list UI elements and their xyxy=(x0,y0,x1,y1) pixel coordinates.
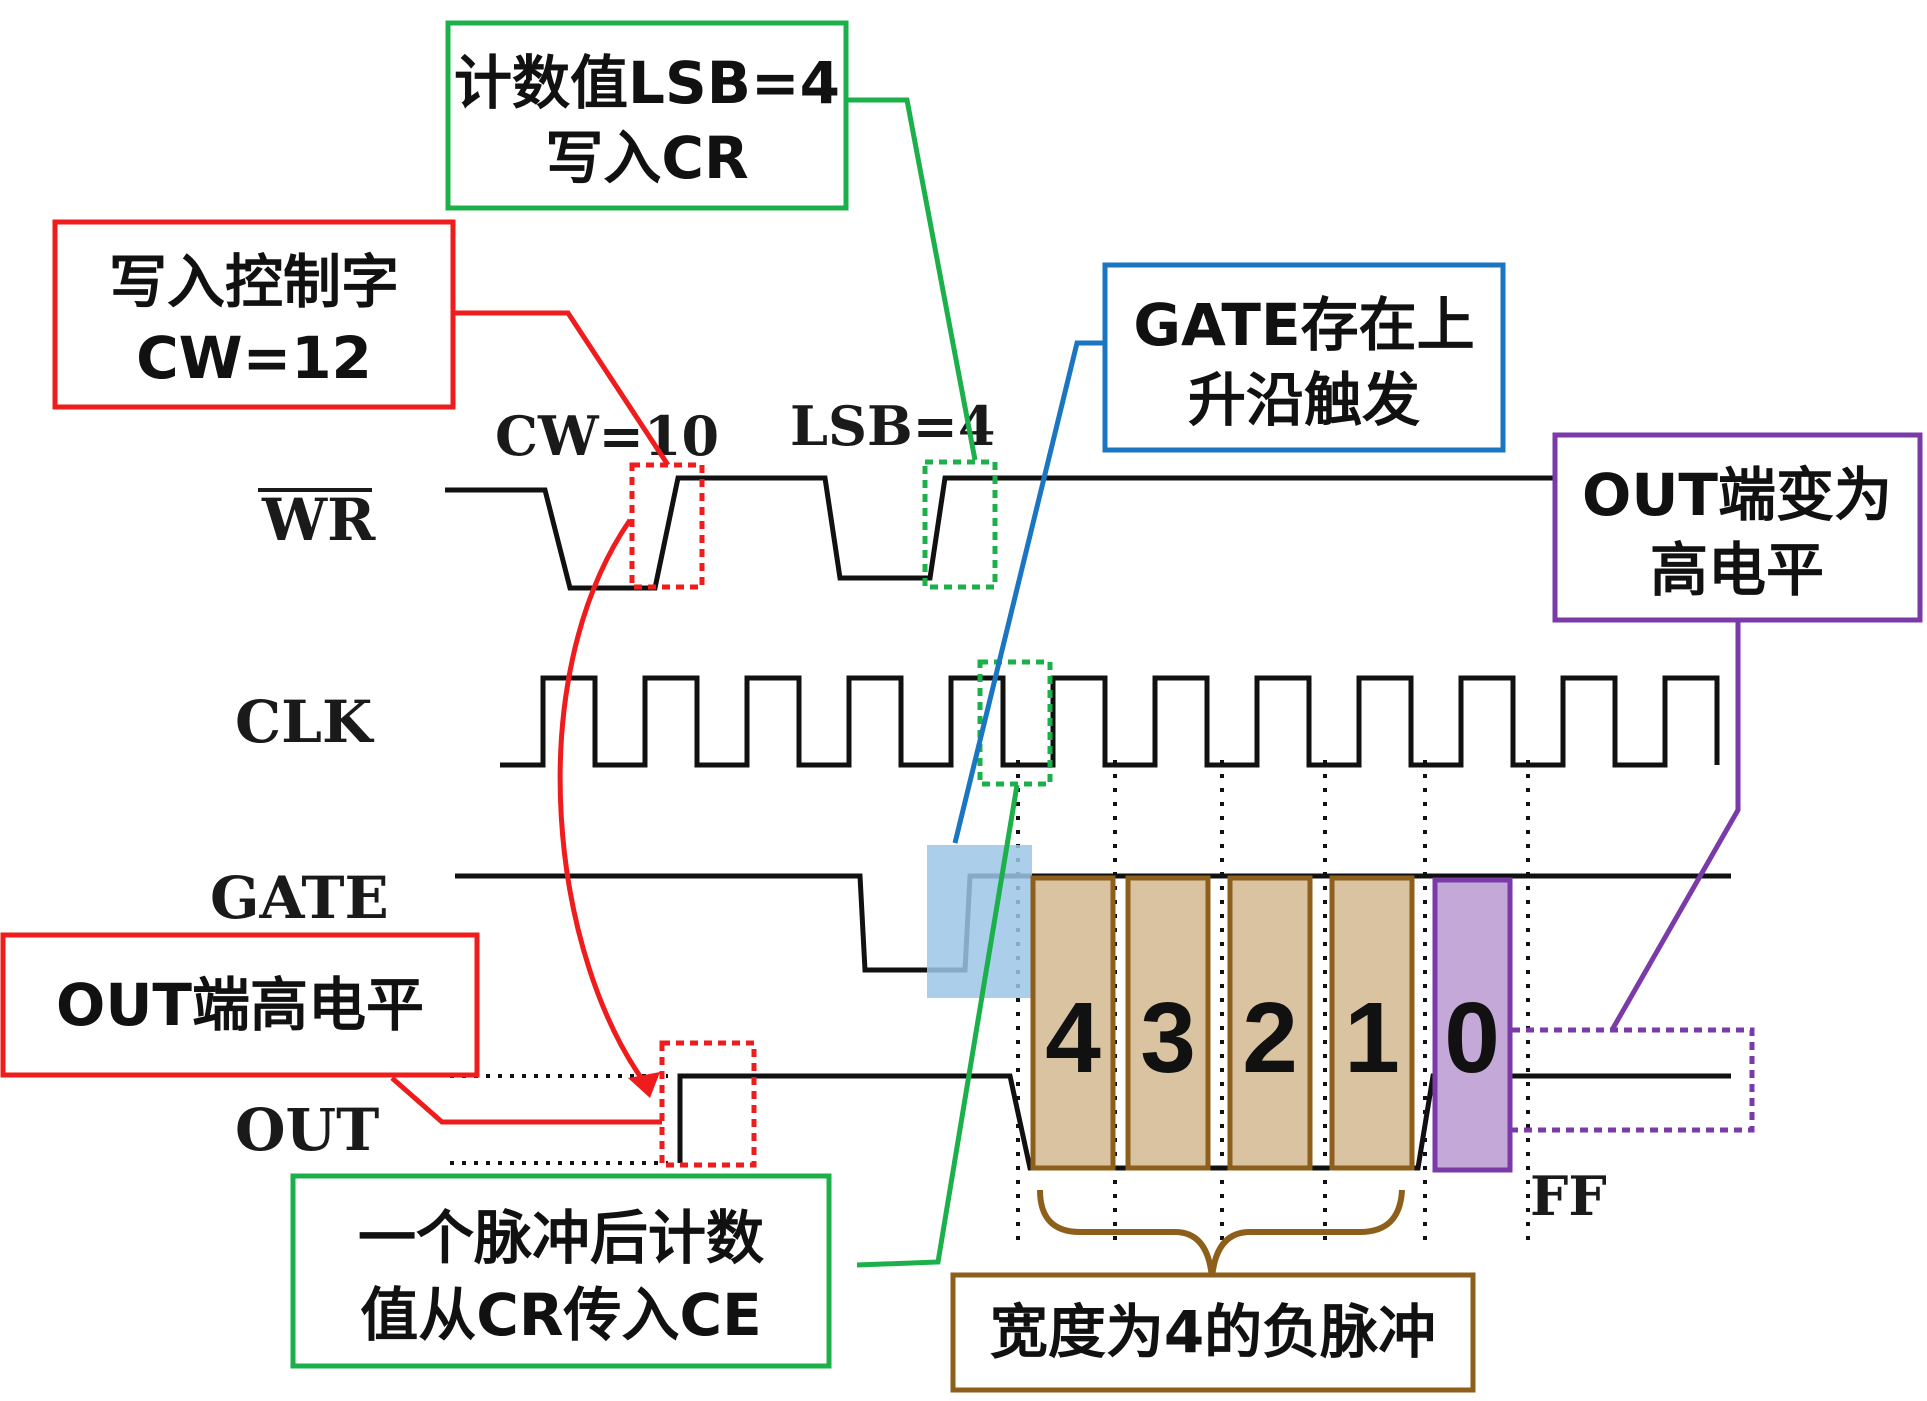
count-box xyxy=(1030,875,1116,1171)
callout-pulse-load-line1: 一个脉冲后计数 xyxy=(358,1204,764,1272)
callout-write-cr-line1: 计数值LSB=4 xyxy=(454,49,840,117)
curved-arrow-head xyxy=(628,1072,660,1098)
gate-signal-label: GATE xyxy=(210,864,389,932)
count-value: 2 xyxy=(1242,982,1298,1094)
count-value: 0 xyxy=(1444,982,1500,1094)
callout-out-initial-box xyxy=(0,932,480,1078)
callout-gate-trigger-box xyxy=(1102,262,1506,453)
callout-out-initial-line1: OUT端高电平 xyxy=(56,971,424,1039)
gate-trigger-highlight xyxy=(927,845,1032,998)
clk-waveform xyxy=(500,675,1720,768)
ff-label: FF xyxy=(1530,1164,1607,1228)
connector-gate-trigger xyxy=(952,340,1105,844)
lsb-waveform-label: LSB=4 xyxy=(790,394,995,458)
clk-edge-box xyxy=(977,659,1053,787)
callout-write-cr-line2: 写入CR xyxy=(545,124,748,192)
curved-arrow-cw-to-out xyxy=(557,518,652,1092)
connector-out-high xyxy=(1609,622,1741,1032)
callout-out-high-line2: 高电平 xyxy=(1650,536,1824,604)
clk-signal-label: CLK xyxy=(235,688,375,756)
callout-pulse-load-box xyxy=(290,1173,832,1369)
callout-pulse-load-line2: 值从CR传入CE xyxy=(360,1281,761,1349)
connector-out-initial xyxy=(390,1076,662,1125)
connector-write-cw xyxy=(453,310,671,467)
out-signal-label: OUT xyxy=(235,1096,379,1164)
callout-write-cw-line2: CW=12 xyxy=(136,324,372,392)
count-value: 3 xyxy=(1140,982,1196,1094)
wr-waveform xyxy=(445,475,1553,591)
out-rise-box xyxy=(659,1040,757,1168)
connector-pulse-load xyxy=(856,784,1020,1268)
callout-neg-pulse-line1: 宽度为4的负脉冲 xyxy=(990,1298,1436,1366)
callout-write-cw-box xyxy=(52,219,456,410)
count-box xyxy=(1125,875,1211,1171)
callout-out-high-line1: OUT端变为 xyxy=(1582,461,1892,529)
lsb-rising-edge-box xyxy=(922,459,998,590)
cw-waveform-label: CW=10 xyxy=(495,404,719,468)
callout-gate-trigger-line2: 升沿触发 xyxy=(1188,366,1420,434)
count-box xyxy=(1329,875,1415,1171)
callout-write-cr-box xyxy=(445,20,849,211)
callout-out-high-box xyxy=(1552,432,1923,623)
pulse-width-brace xyxy=(1037,1189,1405,1279)
connector-write-cr xyxy=(845,97,978,461)
wr-signal-label: WR xyxy=(261,486,376,554)
clk-square-wave xyxy=(500,675,1720,768)
callout-neg-pulse-box xyxy=(950,1272,1476,1393)
count-value: 4 xyxy=(1045,982,1101,1094)
callout-gate-trigger-line1: GATE存在上 xyxy=(1133,291,1474,359)
count-box xyxy=(1227,875,1313,1171)
callout-write-cw-line1: 写入控制字 xyxy=(109,248,399,316)
count-value: 1 xyxy=(1344,982,1400,1094)
count-box-final xyxy=(1432,877,1513,1173)
